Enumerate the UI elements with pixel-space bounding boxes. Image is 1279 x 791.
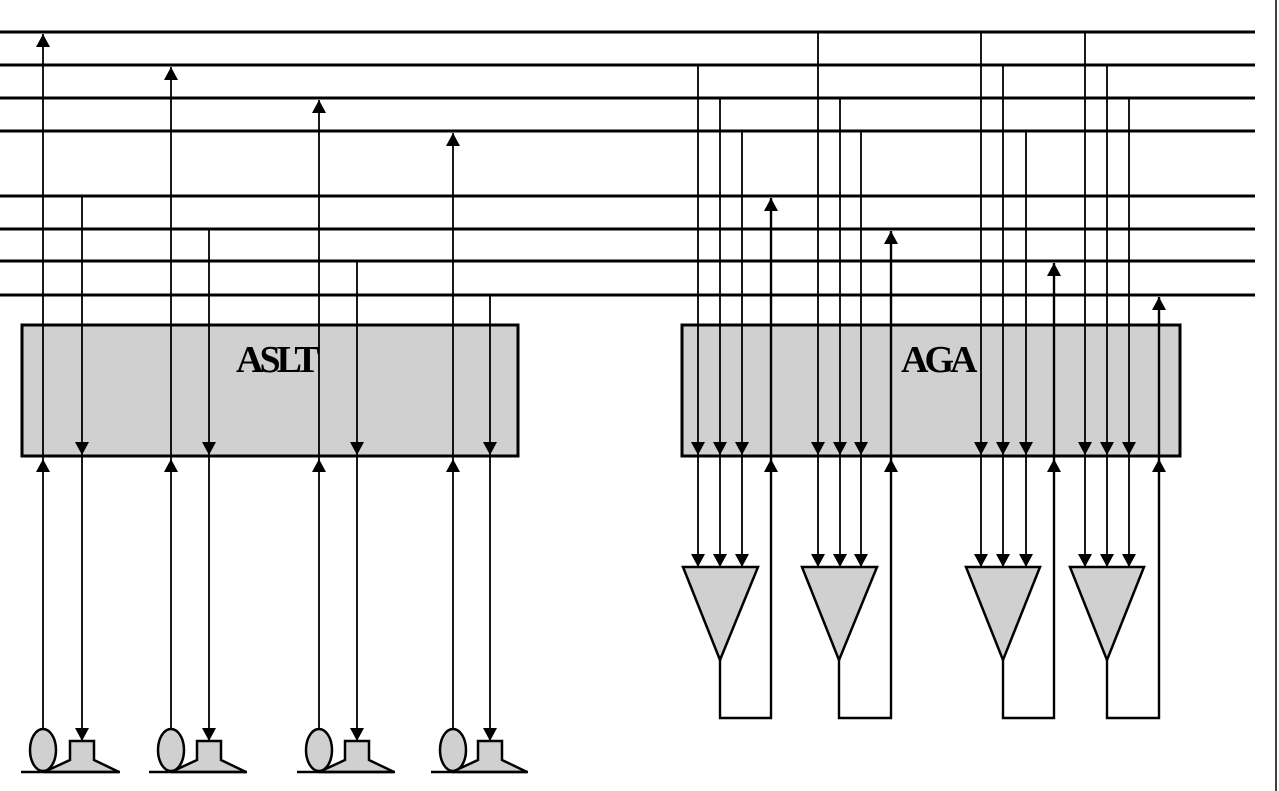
aga-input-arrow-1-2 — [713, 442, 727, 455]
mixer-input-arrow-4-2 — [1100, 554, 1114, 567]
aga-return-arrow-1 — [764, 459, 778, 472]
labels: ASLT AGA — [236, 339, 982, 381]
aga-input-arrow-2-2 — [833, 442, 847, 455]
mixer-icon — [800, 565, 879, 664]
mixer-input-arrow-4-1 — [1078, 554, 1092, 567]
aga-input-arrow-4-3 — [1122, 442, 1136, 455]
aga-return-arrow-4 — [1152, 459, 1166, 472]
aga-bus-arrow-up-2 — [884, 231, 898, 244]
aslt-output-arrow-1 — [75, 442, 89, 455]
aga-bus-arrow-up-4 — [1152, 297, 1166, 310]
aga-input-arrow-4-1 — [1078, 442, 1092, 455]
aga-block — [680, 323, 1182, 458]
mixer-input-arrow-3-3 — [1019, 554, 1033, 567]
aga-bus-arrow-up-1 — [764, 198, 778, 211]
mixer-icon — [964, 565, 1042, 664]
aslt-output-arrow-3 — [350, 442, 364, 455]
speaker-input-arrow-2 — [202, 728, 216, 741]
mixer-icon — [1068, 565, 1146, 664]
speaker-input-arrow-3 — [350, 728, 364, 741]
mixer-input-arrow-1-3 — [735, 554, 749, 567]
aslt-block-label: ASLT — [236, 339, 319, 381]
mixer-input-arrow-1-1 — [691, 554, 705, 567]
aga-return-arrow-2 — [884, 459, 898, 472]
speaker-input-arrow-1 — [75, 728, 89, 741]
mixer-icon — [681, 565, 760, 664]
speaker-input-arrow-4 — [483, 728, 497, 741]
aslt-input-arrow-1 — [36, 459, 50, 472]
aslt-bus-arrow-up-1 — [36, 34, 50, 47]
aga-input-arrow-3-1 — [974, 442, 988, 455]
mixer-input-arrow-3-1 — [974, 554, 988, 567]
mixer-input-arrow-4-3 — [1122, 554, 1136, 567]
aga-input-arrow-2-1 — [811, 442, 825, 455]
aga-block-label: AGA — [901, 339, 978, 381]
aga-input-arrow-4-2 — [1100, 442, 1114, 455]
mixer-input-arrow-1-2 — [713, 554, 727, 567]
aga-bus-arrow-up-3 — [1047, 263, 1061, 276]
mixer-input-arrow-3-2 — [996, 554, 1010, 567]
bus-lines — [0, 30, 1255, 297]
aslt-bus-arrow-up-3 — [312, 100, 326, 113]
aga-input-arrow-3-3 — [1019, 442, 1033, 455]
signal-wires — [36, 32, 1166, 741]
aga-input-arrow-2-3 — [854, 442, 868, 455]
aslt-output-arrow-2 — [202, 442, 216, 455]
aga-input-arrow-3-2 — [996, 442, 1010, 455]
aga-input-arrow-1-3 — [735, 442, 749, 455]
aga-return-arrow-3 — [1047, 459, 1061, 472]
microphone-icon — [304, 727, 334, 773]
aslt-block — [20, 323, 520, 458]
aga-mixer-4-return-path — [1105, 297, 1161, 720]
devices — [21, 565, 1146, 774]
aslt-bus-arrow-up-4 — [446, 133, 460, 146]
aga-mixer-1-return-path — [718, 198, 773, 720]
blocks — [20, 323, 1182, 458]
aga-input-arrow-1-1 — [691, 442, 705, 455]
microphone-icon — [156, 727, 186, 773]
aslt-input-arrow-2 — [164, 459, 178, 472]
mixer-input-arrow-2-1 — [811, 554, 825, 567]
aga-mixer-3-return-path — [1001, 263, 1056, 720]
mixer-input-arrow-2-2 — [833, 554, 847, 567]
aga-mixer-2-return-path — [837, 231, 893, 720]
aslt-output-arrow-4 — [483, 442, 497, 455]
microphone-icon — [438, 727, 468, 773]
aslt-input-arrow-4 — [446, 459, 460, 472]
mixer-input-arrow-2-3 — [854, 554, 868, 567]
aslt-input-arrow-3 — [312, 459, 326, 472]
microphone-icon — [28, 727, 58, 773]
aslt-bus-arrow-up-2 — [164, 67, 178, 80]
